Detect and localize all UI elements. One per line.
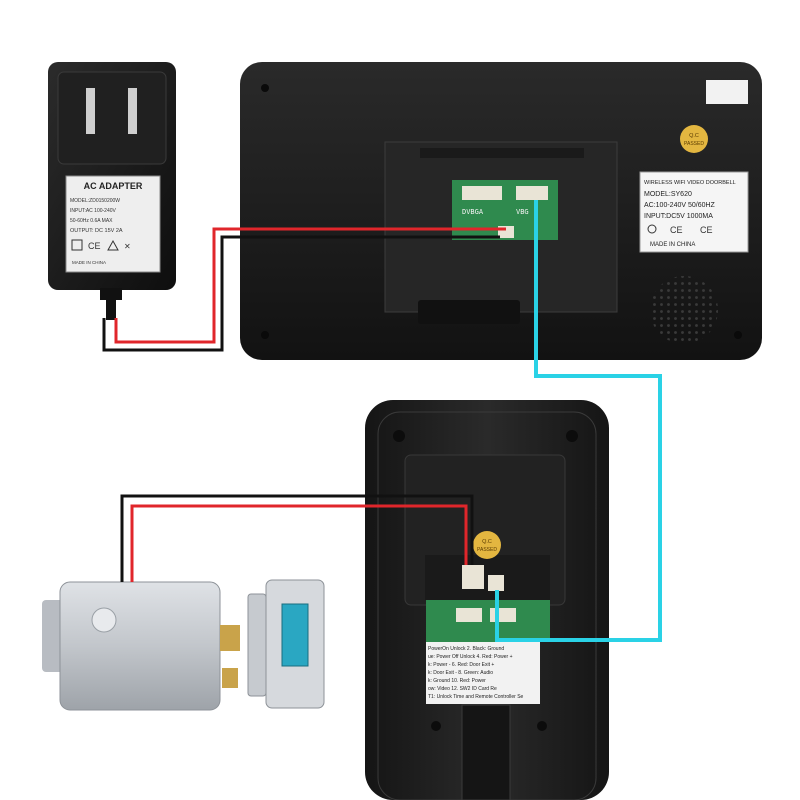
adapter-title: AC ADAPTER: [84, 181, 143, 191]
monitor-label-ac: AC:100-240V 50/60HZ: [644, 202, 716, 209]
camera-pin-line: ue: Power Off Unlock 4. Red: Power +: [428, 654, 513, 660]
adapter-made: MADE IN CHINA: [72, 260, 106, 265]
adapter-output: OUTPUT: DC 15V 2A: [70, 228, 123, 234]
indoor-monitor: DVBGA VBG Q.C PASSED WIRELESS WIFI VIDEO…: [240, 62, 762, 360]
camera-screw: [566, 430, 578, 442]
lock-strike-side: [247, 593, 267, 697]
monitor-screw: [261, 331, 269, 339]
camera-screw: [393, 430, 405, 442]
adapter-strain-relief: [100, 288, 122, 300]
lock-keyhole: [91, 607, 117, 633]
camera-pin-line: PowerOn Unlock 2. Black: Ground: [428, 646, 504, 652]
lock-bolt: [220, 625, 240, 651]
monitor-rating-label: [639, 171, 749, 253]
adapter-model: MODEL:ZD0150200W: [70, 198, 120, 204]
wire-signal-cyan: [495, 200, 662, 642]
monitor-connector-right-label: VBG: [516, 208, 529, 216]
svg-text:CE: CE: [700, 225, 713, 235]
monitor-connector-left: [462, 186, 502, 200]
adapter-prong-right: [128, 88, 137, 134]
wire-lock-red: [130, 504, 468, 582]
camera-cable-channel: [461, 704, 511, 800]
adapter-cable: [106, 298, 116, 320]
svg-text:✕: ✕: [124, 242, 131, 251]
camera-qc-top: Q.C: [482, 539, 492, 545]
lock-latch: [222, 668, 238, 688]
monitor-screw: [734, 331, 742, 339]
camera-pcb-terminal: [490, 608, 516, 622]
monitor-stand-slot: [418, 300, 520, 324]
camera-rim: [377, 411, 597, 800]
adapter-plug-face: [57, 71, 167, 165]
lock-faceplate: [42, 600, 64, 672]
adapter-cert-icons: CE ✕: [71, 239, 131, 251]
camera-connector-a: [462, 565, 484, 589]
adapter-label: [65, 175, 161, 273]
wiring: [102, 200, 662, 642]
svg-text:CE: CE: [670, 225, 683, 235]
camera-pcb-terminal: [456, 608, 482, 622]
camera-qc-seal: [473, 531, 501, 559]
monitor-connector-right: [516, 186, 548, 200]
power-adapter: AC ADAPTER MODEL:ZD0150200W INPUT:AC 100…: [48, 62, 176, 320]
wire-power-black: [102, 235, 500, 352]
electric-lock: [42, 579, 325, 711]
outdoor-camera: Q.C PASSED PowerOn Unlock 2. Black: Grou…: [365, 400, 609, 800]
lock-body: [59, 581, 221, 711]
monitor-connector-left-label: DVBGA: [462, 208, 484, 216]
camera-pin-lines: PowerOn Unlock 2. Black: Ground ue: Power…: [428, 646, 524, 700]
monitor-label-input: INPUT:DC5V 1000MA: [644, 213, 713, 220]
adapter-input: INPUT:AC 100-240V: [70, 208, 117, 214]
monitor-qc-seal: [680, 125, 708, 153]
camera-screw: [537, 721, 547, 731]
monitor-qc-top: Q.C: [689, 133, 699, 139]
camera-qc-bottom: PASSED: [477, 547, 497, 553]
camera-pin-line: k: Ground 10. Red: Power: [428, 678, 486, 684]
monitor-screw: [261, 84, 269, 92]
camera-connector-b: [488, 575, 504, 591]
svg-text:CE: CE: [88, 241, 101, 251]
camera-pin-label: [426, 642, 540, 704]
monitor-label-title: WIRELESS WIFI VIDEO DOORBELL: [644, 180, 736, 186]
monitor-label-made: MADE IN CHINA: [650, 242, 695, 248]
camera-pin-line: k: Power - 6. Red: Door Exit +: [428, 662, 494, 668]
monitor-qc-bottom: PASSED: [684, 141, 704, 147]
camera-screw: [431, 721, 441, 731]
camera-pin-line: ow: Video 12. SW2 ID Card Re: [428, 686, 497, 692]
adapter-prong-left: [86, 88, 95, 134]
wire-lock-black: [120, 494, 474, 582]
monitor-mount-slot: [420, 148, 584, 158]
monitor-label-model: MODEL:SY620: [644, 191, 692, 198]
camera-connector-bay: [425, 555, 550, 600]
adapter-freq: 50-60Hz 0.6A MAX: [70, 218, 113, 224]
monitor-speaker-grille: [650, 276, 718, 344]
monitor-cert-icons: CE CE: [647, 224, 713, 235]
camera-pcb: [426, 600, 550, 642]
wire-power-red: [114, 227, 506, 344]
monitor-serial-sticker: [706, 80, 748, 104]
camera-pin-line: k: Door Exit - 8. Green: Audio: [428, 670, 493, 676]
lock-strike-opening: [281, 603, 309, 667]
camera-pin-line: T1: Unlock Time and Remote Controller Se: [428, 694, 524, 700]
